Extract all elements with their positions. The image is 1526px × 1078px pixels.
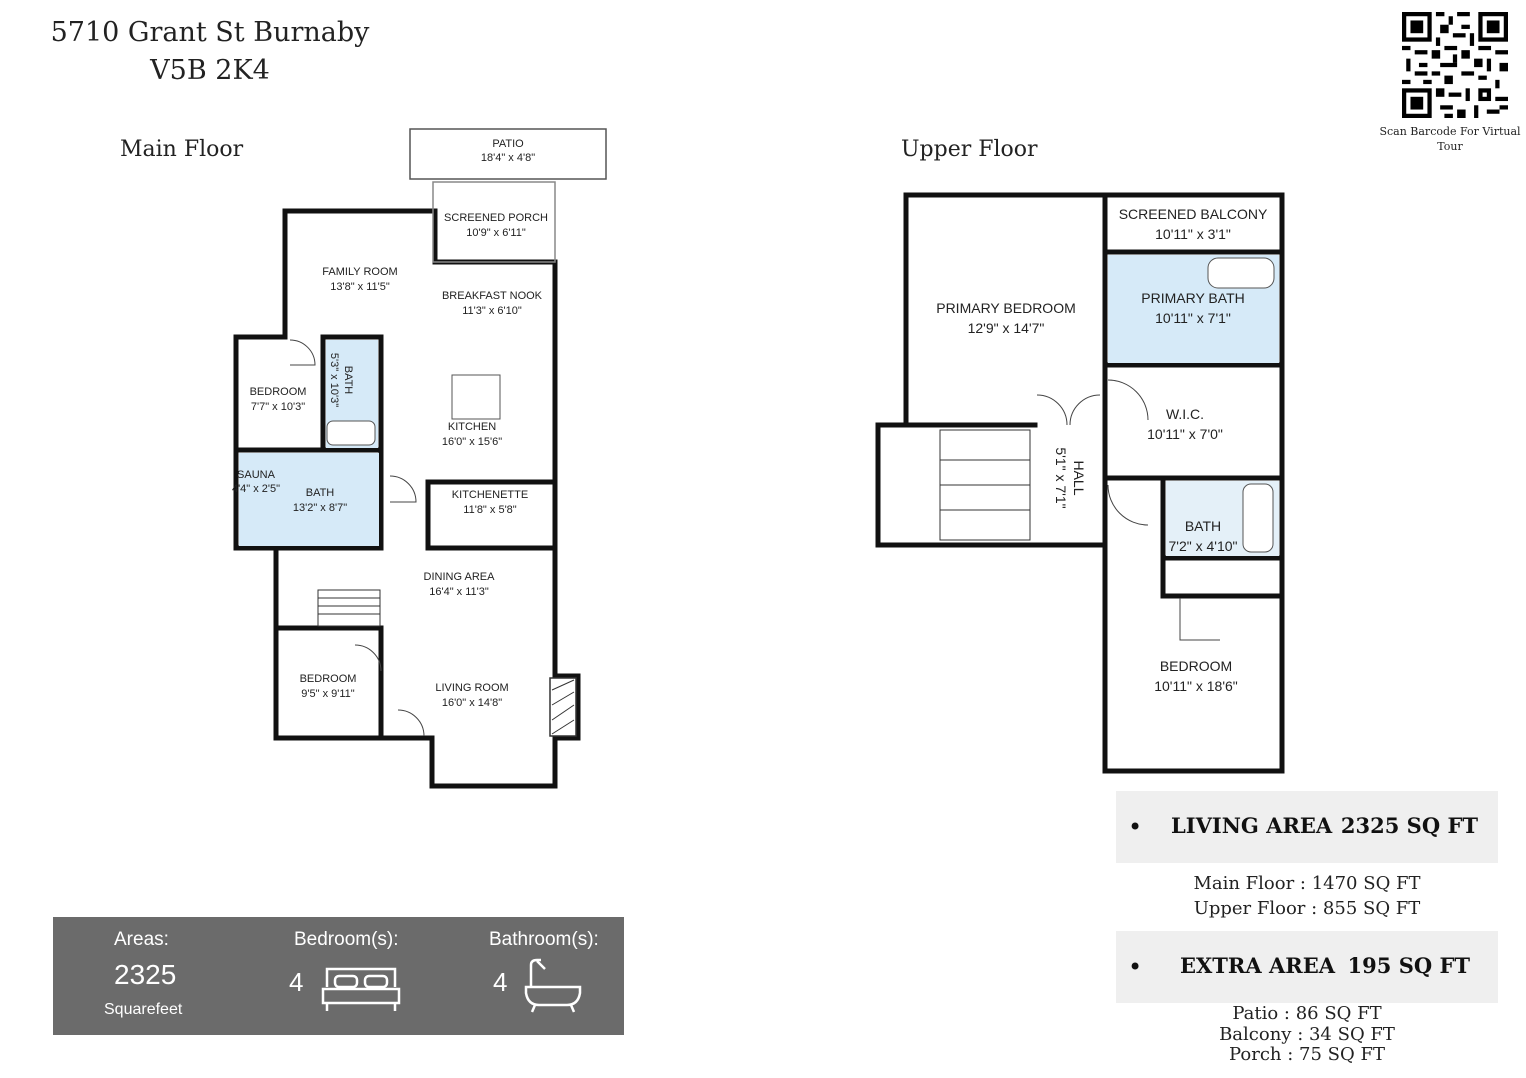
room-size: 10'11" x 7'0" [1147,426,1223,442]
stairs [317,429,1031,627]
room-size: 10'11" x 7'1" [1155,310,1231,326]
upper-floor-area: Upper Floor : 855 SQ FT [1193,898,1421,919]
upper-floor-labels: SCREENED BALCONY 10'11" x 3'1" PRIMARY B… [936,206,1268,694]
room-name: PATIO [492,138,524,150]
stats-panel: Areas: 2325 Squarefeet Bedroom(s): 4 Bat… [53,917,624,1035]
patio-outline [409,128,607,263]
qr-caption-line2: Tour [1437,140,1463,153]
extra-area-label: EXTRA AREA [1180,953,1336,978]
room-name: BATH [1185,518,1221,534]
room-size: 4'4" x 2'5" [232,483,280,495]
bathtub-icon [524,958,582,1013]
room-size: 16'4" x 11'3" [429,586,489,598]
extra-area-amount: 195 SQ FT [1347,953,1470,978]
room-size: 9'5" x 9'11" [301,688,354,700]
property-address: 5710 Grant St Burnaby V5B 2K4 [30,14,390,90]
room-size: 10'9" x 6'11" [466,227,526,239]
room-name: KITCHENETTE [452,489,528,501]
upper-floor-title: Upper Floor [901,137,1038,162]
areas-unit: Squarefeet [104,1001,183,1018]
room-size: 5'3" x 10'3" [328,353,340,407]
room-size: 16'0" x 14'8" [442,697,502,709]
address-line1: 5710 Grant St Burnaby [50,17,370,48]
areas-label: Areas: [114,929,169,950]
room-size: 11'3" x 6'10" [462,305,522,317]
room-name: KITCHEN [448,421,496,433]
room-name: LIVING ROOM [435,682,508,694]
room-name: BEDROOM [300,673,357,685]
room-size: 13'2" x 8'7" [293,502,347,514]
living-area-box: • LIVING AREA 2325 SQ FT [1116,791,1498,863]
main-floor-title: Main Floor [120,137,244,162]
fixtures [326,257,1275,737]
extra-area-box: • EXTRA AREA 195 SQ FT [1116,931,1498,1003]
bathrooms-value: 4 [493,967,508,997]
room-name: PRIMARY BEDROOM [936,300,1076,316]
room-size: 5'1" x 7'1" [1053,447,1069,508]
balcony-area: Balcony : 34 SQ FT [1219,1024,1395,1045]
porch-area: Porch : 75 SQ FT [1229,1044,1385,1065]
room-size: 7'7" x 10'3" [251,401,305,413]
room-name: BREAKFAST NOOK [442,290,543,302]
bed-icon [321,967,401,1011]
bedrooms-value: 4 [289,967,304,997]
door-swings [289,339,1220,737]
bathrooms-label: Bathroom(s): [489,929,599,950]
room-name: BATH [342,366,354,395]
qr-code-icon[interactable] [1402,12,1508,118]
bedrooms-label: Bedroom(s): [294,929,399,950]
room-size: 12'9" x 14'7" [968,320,1045,336]
room-size: 10'11" x 3'1" [1155,226,1231,242]
bullet-icon: • [1128,953,1143,981]
room-name: SCREENED PORCH [444,212,548,224]
main-floor-area: Main Floor : 1470 SQ FT [1193,873,1421,894]
room-size: 18'4" x 4'8" [481,152,535,164]
room-name: BATH [306,487,335,499]
main-floor-labels: PATIO 18'4" x 4'8" SCREENED PORCH 10'9" … [232,138,548,709]
qr-caption: Scan Barcode For Virtual Tour [1376,124,1524,154]
room-name: PRIMARY BATH [1141,290,1244,306]
room-name: BEDROOM [250,386,307,398]
main-floor-walls [233,208,581,789]
room-name: BEDROOM [1160,658,1232,674]
bath-fills [239,255,1279,556]
room-name: SAUNA [237,469,276,481]
room-name: W.I.C. [1166,406,1204,422]
room-size: 10'11" x 18'6" [1154,678,1238,694]
room-name: FAMILY ROOM [322,266,397,278]
address-line2: V5B 2K4 [150,55,270,86]
living-area-amount: 2325 SQ FT [1340,813,1478,838]
room-size: 13'8" x 11'5" [330,281,390,293]
room-size: 7'2" x 4'10" [1169,538,1238,554]
qr-caption-line1: Scan Barcode For Virtual [1379,125,1521,138]
patio-area: Patio : 86 SQ FT [1232,1003,1382,1024]
areas-value: 2325 [114,959,177,990]
upper-floor-walls [875,192,1285,774]
bullet-icon: • [1128,813,1143,841]
room-size: 16'0" x 15'6" [442,436,502,448]
room-name: DINING AREA [424,571,496,583]
room-name: SCREENED BALCONY [1119,206,1268,222]
room-name: HALL [1071,460,1087,495]
living-area-label: LIVING AREA [1171,813,1333,838]
room-size: 11'8" x 5'8" [463,504,516,516]
